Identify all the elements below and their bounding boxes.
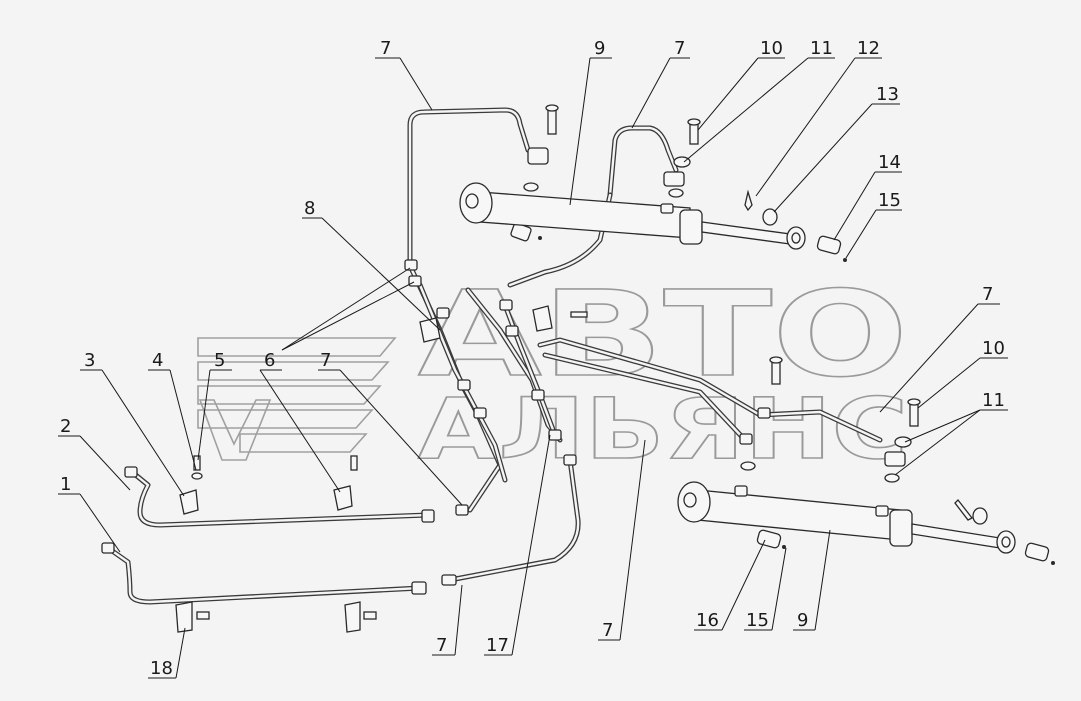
callout-7-left: 7 (320, 350, 331, 371)
callout-14: 14 (878, 152, 901, 173)
callout-7-top-right: 7 (674, 38, 685, 59)
watermark-text-line2: АЛЬЯНС (418, 380, 908, 478)
callout-13: 13 (876, 84, 899, 105)
callout-5: 5 (214, 350, 225, 371)
callout-15-upper: 15 (878, 190, 901, 211)
callout-7-top-left: 7 (380, 38, 391, 59)
callout-17: 17 (486, 635, 509, 656)
hydraulic-cylinder-lower (677, 481, 1055, 565)
pipe-fittings (101, 259, 771, 595)
callout-7-bottom-center: 7 (602, 620, 613, 641)
callout-9-upper: 9 (594, 38, 605, 59)
hydraulic-cylinder-upper (459, 182, 847, 262)
callout-8: 8 (304, 198, 315, 219)
callout-leaders (58, 57, 1008, 679)
callout-10-lower: 10 (982, 338, 1005, 359)
pipe-clamps (175, 305, 553, 633)
callout-labels: 7 9 7 10 11 12 13 14 15 8 7 10 11 3 4 5 … (60, 38, 1005, 679)
callout-15-lower: 15 (746, 610, 769, 631)
callout-7-right: 7 (982, 284, 993, 305)
callout-6: 6 (264, 350, 275, 371)
fasteners (191, 104, 921, 483)
callout-3: 3 (84, 350, 95, 371)
callout-12: 12 (857, 38, 880, 59)
callout-2: 2 (60, 416, 71, 437)
callout-10-upper: 10 (760, 38, 783, 59)
callout-11-upper: 11 (810, 38, 833, 59)
callout-11-lower: 11 (982, 390, 1005, 411)
callout-4: 4 (152, 350, 163, 371)
callout-18: 18 (150, 658, 173, 679)
callout-7-bottom: 7 (436, 635, 447, 656)
callout-9-lower: 9 (797, 610, 808, 631)
callout-1: 1 (60, 474, 71, 495)
callout-16: 16 (696, 610, 719, 631)
watermark-logo (197, 337, 397, 461)
watermark-text-line1: АВТО (418, 265, 908, 403)
